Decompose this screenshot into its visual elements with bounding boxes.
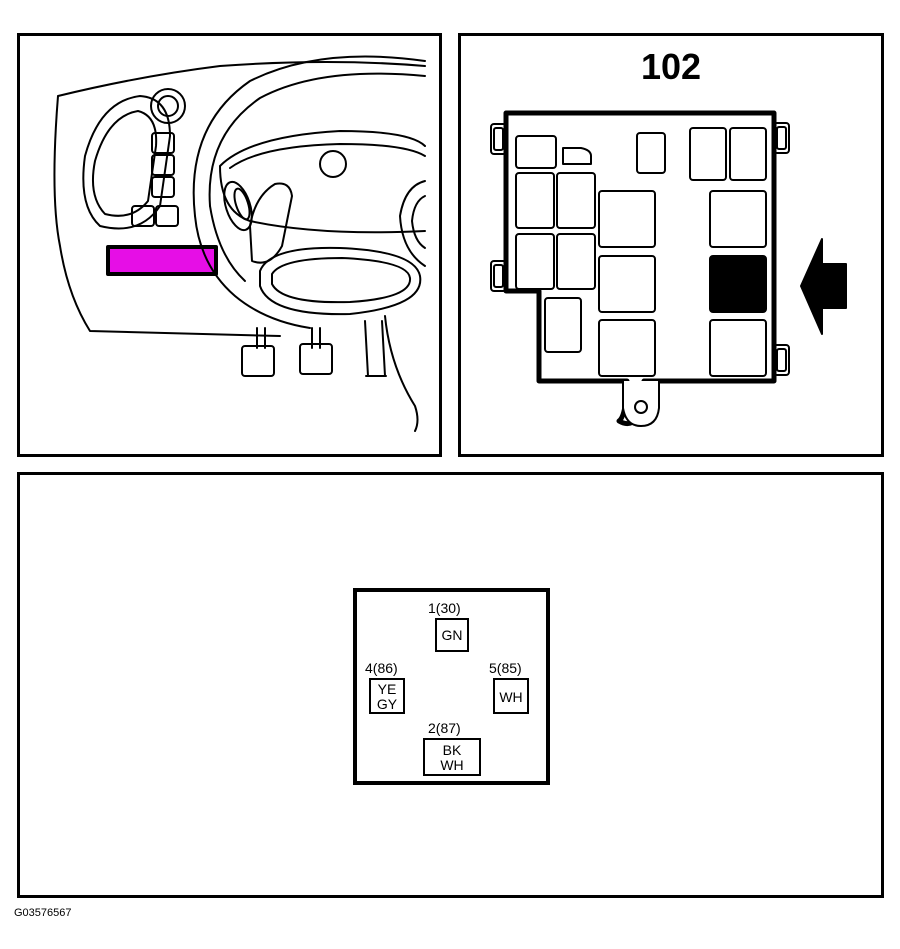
pin-4-id: 4(86) [365,660,398,676]
horn-button-icon [319,150,347,178]
highlighted-relay-slot [709,255,767,313]
dashboard-outline [53,61,426,337]
pointer-arrow-icon [800,238,847,335]
pedal [241,345,275,377]
dashboard-drawing [53,55,426,432]
relay-slot [709,190,767,248]
clip [773,344,790,376]
relay-slot [709,319,767,377]
steering-wheel-right-inner [411,195,426,249]
pin-5-wire-color: WH [499,689,523,705]
pin-4-wire-color-1: YE [377,681,397,697]
switch [151,176,175,198]
relay-connector-face: 1(30) GN 4(86) YE GY 5(85) WH 2(87) BK W… [353,588,550,785]
steering-wheel-rim-outer [192,55,426,217]
clip-inner [493,264,504,288]
relay-slot [598,319,656,377]
pin-2-terminal: BK WH [423,738,481,776]
clip-inner [493,127,504,151]
round-gauge-inner [157,95,179,117]
steering-wheel-rim-lower [194,215,311,329]
clip [490,260,507,292]
steering-wheel-bottom-pad [259,246,422,316]
stalk-end-inner [233,187,251,221]
fuse-slot [562,147,592,165]
fuse-slot [515,135,557,169]
pin-2-wire-color-1: BK [442,742,462,758]
relay-slot [515,233,555,290]
steering-column [384,315,419,432]
instrument-cluster-inner [92,110,158,217]
mounting-hole-icon [634,400,648,414]
switch [151,154,175,176]
mounting-tab [622,381,660,427]
relay-slot [689,127,727,181]
pin-5-id: 5(85) [489,660,522,676]
pin-5-terminal: WH [493,678,529,714]
pin-1-terminal: GN [435,618,469,652]
pin-4-wire-color-2: GY [376,696,398,712]
fuse-box-drawing [490,110,847,427]
pedal-arm [256,327,266,349]
pin-2-wire-color-2: WH [440,757,464,773]
clip [490,123,507,155]
steering-wheel-bottom-pad-inner [271,257,412,304]
steering-wheel-right [399,180,426,267]
pin-1-id: 1(30) [428,600,461,616]
fuse-slot [636,132,666,174]
pedal [299,343,333,375]
relay-slot [556,172,596,229]
steering-wheel-rim-inner [208,72,426,207]
relay-slot [598,255,656,313]
pin-1-wire-color: GN [441,627,463,643]
relay-slot [729,127,767,181]
highlighted-component [106,245,218,276]
clip-inner [776,126,787,150]
dashboard-location-panel [17,33,442,457]
switch [151,132,175,154]
figure-code: G03576567 [14,907,72,919]
round-gauge [150,88,186,124]
switch [131,205,155,227]
connector-panel: 1(30) GN 4(86) YE GY 5(85) WH 2(87) BK W… [17,472,884,898]
steering-wheel-hub-inner [229,143,426,169]
fuse-box-number: 102 [640,46,702,87]
fuse-box-panel: 102 [458,33,884,457]
relay-slot [556,233,596,290]
stalk-end [223,180,253,232]
relay-slot [598,190,656,248]
clip-inner [776,348,787,372]
pedal [364,320,387,377]
relay-slot [544,297,582,353]
clip [773,122,790,154]
instrument-cluster [82,95,171,230]
pin-4-terminal: YE GY [369,678,405,714]
relay-slot [515,172,555,229]
switch [155,205,179,227]
steering-wheel-rim-lower-inner [209,205,246,282]
pin-2-id: 2(87) [428,720,461,736]
